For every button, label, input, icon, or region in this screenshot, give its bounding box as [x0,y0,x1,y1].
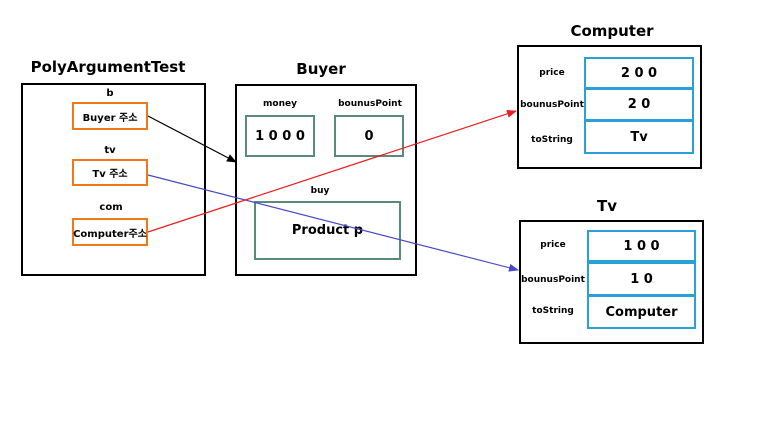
arrow-b-to-buyer [147,115,237,163]
tv-price-value: 1 0 0 [623,238,660,254]
computer-title: Computer [570,22,654,40]
arrow-com-to-computer [147,110,517,233]
tv-bonus-value: 1 0 [630,271,653,287]
computer-tostring-value: Tv [630,129,648,145]
poly-title: PolyArgumentTest [30,58,186,76]
buy-label: buy [310,186,330,196]
buy-param-box: Product p [254,201,401,260]
bonus-point-box: 0 [334,115,404,157]
tv-price-cell: 1 0 0 [587,230,696,262]
computer-price-label: price [539,68,565,78]
b-ref-box: Buyer 주소 [72,102,148,130]
tv-price-label: price [540,240,566,250]
buyer-title: Buyer [296,60,346,78]
bonus-point-value: 0 [364,128,374,144]
com-label: com [99,202,123,213]
money-box: 1 0 0 0 [245,115,315,157]
computer-bonus-label: bounusPoint [520,100,584,110]
buy-param: Product p [291,223,364,238]
money-value: 1 0 0 0 [255,128,305,144]
computer-tostring-cell: Tv [584,120,694,154]
tv-tostring-label: toString [532,306,574,316]
computer-bonus-value: 2 0 [627,97,651,112]
tv-ref-text: Tv 주소 [92,169,128,180]
com-ref-text: Computer주소 [73,228,147,240]
arrow-tv-to-tv [147,174,519,272]
b-label: b [106,88,114,99]
b-ref-text: Buyer 주소 [82,112,138,124]
tv-bonus-cell: 1 0 [587,262,696,296]
tv-ref-box: Tv 주소 [72,159,148,186]
tv-bonus-label: bounusPoint [521,275,585,285]
com-ref-box: Computer주소 [72,218,148,246]
computer-price-value: 2 0 0 [620,65,658,81]
computer-tostring-label: toString [531,135,573,145]
tv-tostring-cell: Computer [587,295,696,329]
bonus-point-label: bounusPoint [338,99,402,109]
money-label: money [263,99,297,109]
computer-price-cell: 2 0 0 [584,57,694,89]
tv-tostring-value: Computer [605,304,678,320]
tv-label: tv [104,145,116,156]
tv-title: Tv [596,197,617,215]
